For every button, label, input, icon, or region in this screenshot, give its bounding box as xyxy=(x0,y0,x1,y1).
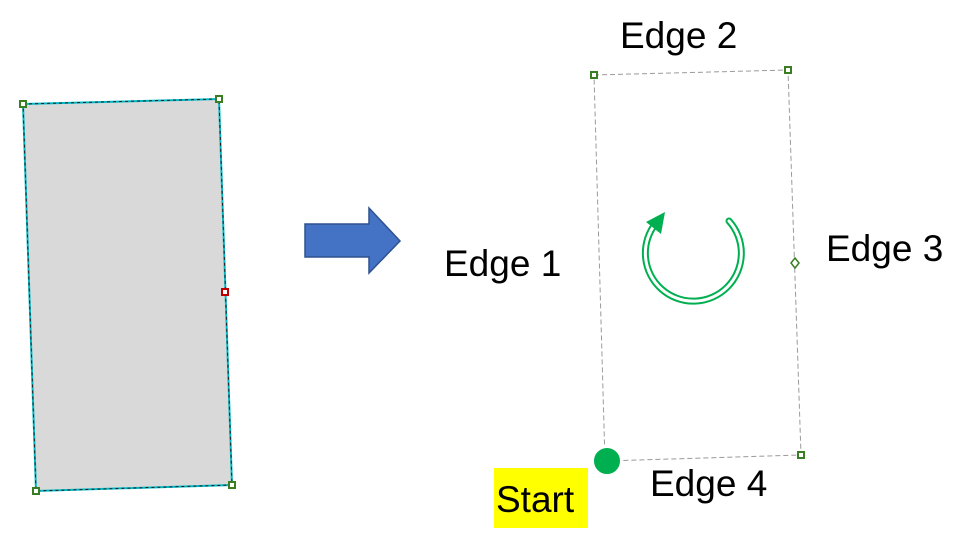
edge-outline-group xyxy=(590,66,805,476)
corner-handle-bottom-left[interactable] xyxy=(32,487,40,495)
corner-handle-top-right[interactable] xyxy=(215,95,223,103)
corner-marker-top-right xyxy=(784,66,792,74)
edge-4-label: Edge 4 xyxy=(650,463,767,504)
selected-shape-group xyxy=(19,95,236,495)
corner-handle-bottom-right[interactable] xyxy=(228,481,236,489)
start-point-dot xyxy=(592,446,622,476)
corner-handle-top-left[interactable] xyxy=(19,100,27,108)
start-label-highlight xyxy=(494,468,588,528)
edge-1-label: Edge 1 xyxy=(444,243,561,284)
midpoint-handle-right[interactable] xyxy=(221,288,229,296)
dashed-rectangle-outline xyxy=(593,69,802,462)
corner-marker-bottom-right xyxy=(797,451,805,459)
corner-marker-top-left xyxy=(590,71,598,79)
start-label: Start xyxy=(496,479,575,520)
gray-rectangle-shape[interactable] xyxy=(23,99,232,491)
rotation-arrow-icon xyxy=(641,212,745,305)
edge-2-label: Edge 2 xyxy=(620,15,737,56)
midpoint-diamond-edge-3 xyxy=(790,256,800,270)
edge-3-label: Edge 3 xyxy=(826,228,943,269)
right-arrow-icon xyxy=(304,206,402,275)
